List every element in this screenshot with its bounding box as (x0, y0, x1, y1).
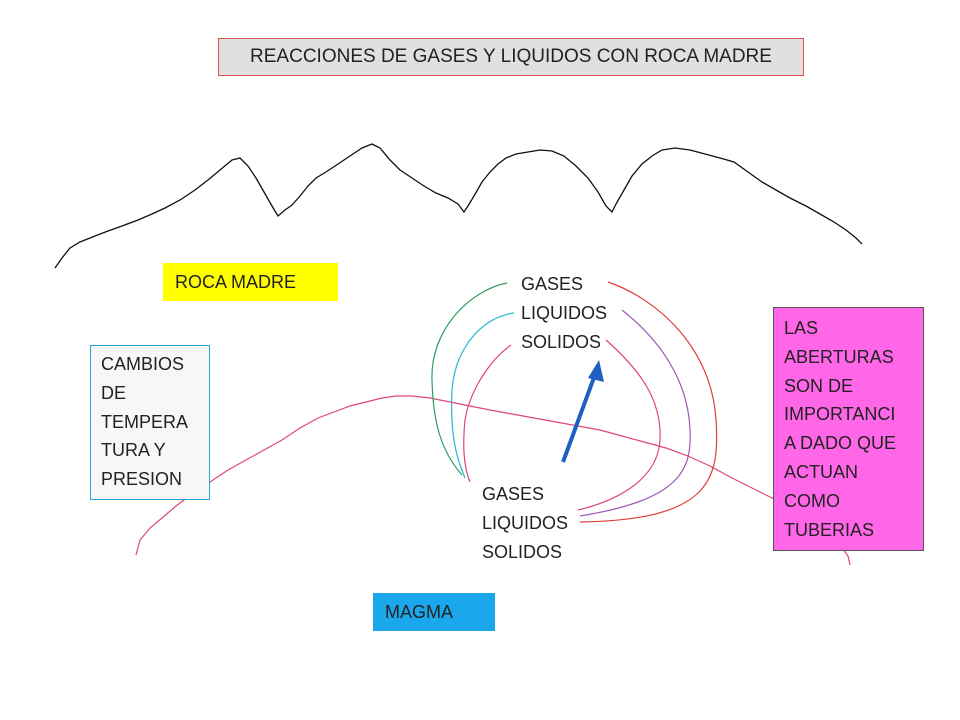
phase-gases-bottom: GASES (482, 484, 545, 504)
phase-gases-top: GASES (521, 274, 584, 294)
cambios-line: PRESION (101, 469, 183, 490)
conduit-purple-curve (579, 309, 691, 517)
aberturas-line: ABERTURAS (784, 346, 894, 367)
aberturas-note-box: LAS ABERTURAS SON DE IMPORTANCI A DADO Q… (773, 307, 924, 551)
cambios-line: CAMBIOS (101, 354, 185, 374)
conduit-pink-right-curve (577, 339, 661, 511)
aberturas-line: COMO (784, 490, 840, 511)
conduit-cyan-curve (451, 312, 515, 479)
cambios-line: TURA Y (101, 440, 166, 461)
mountain-outline (54, 143, 863, 269)
phase-liquidos-bottom: LIQUIDOS (482, 512, 569, 533)
cambios-line: TEMPERA (101, 411, 189, 432)
magma-label: MAGMA (373, 593, 495, 631)
phase-liquidos-top: LIQUIDOS (521, 302, 608, 323)
aberturas-line: SON DE (784, 375, 854, 396)
aberturas-line: IMPORTANCI (784, 404, 896, 425)
phases-bottom-list: GASES LIQUIDOS SOLIDOS (482, 480, 568, 566)
phase-solidos-top: SOLIDOS (521, 331, 602, 352)
diagram-title: REACCIONES DE GASES Y LIQUIDOS CON ROCA … (218, 38, 804, 76)
roca-madre-label: ROCA MADRE (163, 263, 338, 301)
aberturas-line: LAS (784, 318, 819, 338)
aberturas-line: TUBERIAS (784, 519, 875, 540)
magma-boundary-curve (135, 395, 851, 566)
phase-solidos-bottom: SOLIDOS (482, 541, 563, 562)
conduit-green-curve (431, 282, 508, 476)
cambios-line: DE (101, 382, 127, 403)
cambios-temperatura-presion-box: CAMBIOS DE TEMPERA TURA Y PRESION (90, 345, 210, 500)
upward-arrow-shaft (561, 371, 598, 463)
phases-top-list: GASES LIQUIDOS SOLIDOS (521, 270, 607, 356)
conduit-pink-left-curve (463, 344, 512, 483)
conduit-red-curve (579, 281, 718, 523)
upward-arrow-head (588, 360, 604, 382)
aberturas-line: A DADO QUE (784, 433, 897, 454)
aberturas-line: ACTUAN (784, 461, 859, 482)
